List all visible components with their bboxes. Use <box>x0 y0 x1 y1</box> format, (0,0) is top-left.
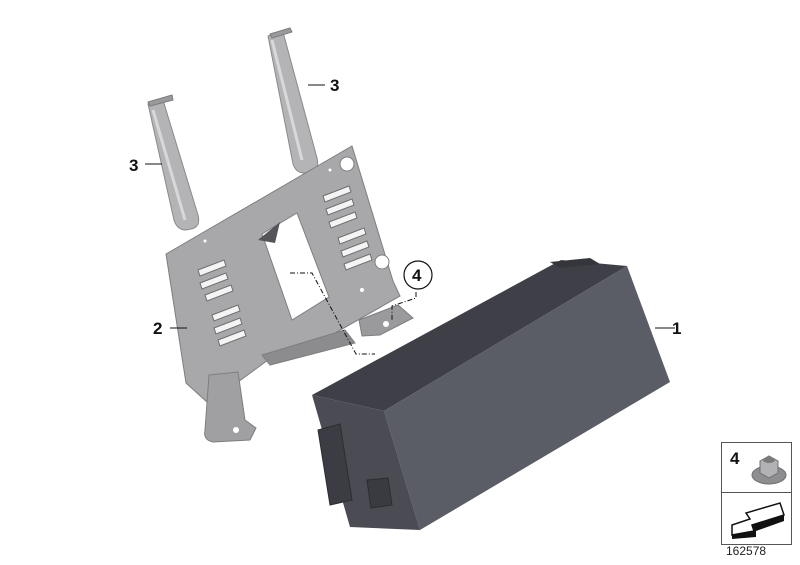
diagram-id: 162578 <box>726 544 767 558</box>
support-rod-right[interactable] <box>267 27 319 174</box>
callout-4[interactable]: 4 <box>412 266 422 285</box>
callout-circle-4 <box>403 260 433 290</box>
leader-lines <box>145 84 675 355</box>
arrow-down-left-icon <box>731 502 785 539</box>
legend-part-number: 4 <box>730 449 740 468</box>
legend-box: 4 <box>721 442 792 545</box>
control-module[interactable] <box>312 258 670 530</box>
callout-2[interactable]: 2 <box>153 319 163 338</box>
callout-3-left[interactable]: 3 <box>129 156 139 175</box>
callout-3-right[interactable]: 3 <box>330 76 340 95</box>
support-rod-left[interactable] <box>147 94 200 231</box>
mounting-bracket[interactable] <box>165 145 414 443</box>
hex-nut-icon[interactable] <box>750 449 788 487</box>
legend-divider <box>722 492 791 493</box>
callout-1[interactable]: 1 <box>672 319 682 338</box>
